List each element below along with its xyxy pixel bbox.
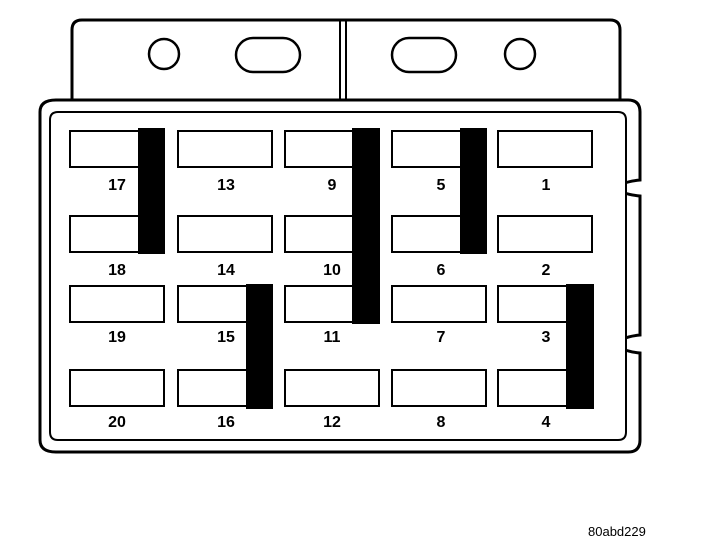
fuse-label-9: 9 [328, 177, 337, 194]
fuse-slot-19 [69, 285, 165, 323]
mount-slot-right [390, 36, 458, 74]
fuse-label-12: 12 [323, 414, 341, 431]
jumper-15-16 [246, 284, 273, 409]
fuse-label-5: 5 [437, 177, 446, 194]
mount-slot-left [234, 36, 302, 74]
fuse-label-15: 15 [217, 329, 235, 346]
fuse-label-13: 13 [217, 177, 235, 194]
fuse-label-11: 11 [324, 329, 341, 346]
jumper-5-6 [460, 128, 487, 254]
fuse-label-18: 18 [108, 262, 126, 279]
fuse-label-19: 19 [108, 329, 126, 346]
fuse-slot-20 [69, 369, 165, 407]
jumper-17-18 [138, 128, 165, 254]
fuse-slot-1 [497, 130, 593, 168]
reference-code: 80abd229 [588, 524, 646, 539]
fuse-label-6: 6 [437, 262, 446, 279]
fuse-label-1: 1 [542, 177, 551, 194]
fuse-label-2: 2 [542, 262, 551, 279]
fuse-label-17: 17 [108, 177, 126, 194]
jumpers [138, 128, 594, 409]
fuse-label-8: 8 [437, 414, 446, 431]
fuse-label-14: 14 [217, 262, 235, 279]
jumper-9-10-11 [352, 128, 380, 324]
fuse-slot-2 [497, 215, 593, 253]
fuse-label-10: 10 [323, 262, 341, 279]
fuse-slot-13 [177, 130, 273, 168]
fuse-label-16: 16 [217, 414, 235, 431]
fuse-label-3: 3 [542, 329, 551, 346]
mount-hole-right [503, 37, 537, 71]
mount-hole-left [147, 37, 181, 71]
fuse-slot-7 [391, 285, 487, 323]
jumper-3-4 [566, 284, 594, 409]
connector-housing [70, 18, 622, 100]
fuse-labels: 17 13 9 5 1 18 14 10 6 2 19 15 11 7 3 20 16 12 8 4 [108, 177, 550, 431]
fuse-label-20: 20 [108, 414, 126, 431]
fuse-slot-14 [177, 215, 273, 253]
fuse-label-4: 4 [542, 414, 551, 431]
fuse-label-7: 7 [437, 329, 446, 346]
fuse-slot-12 [284, 369, 380, 407]
fuse-slot-8 [391, 369, 487, 407]
